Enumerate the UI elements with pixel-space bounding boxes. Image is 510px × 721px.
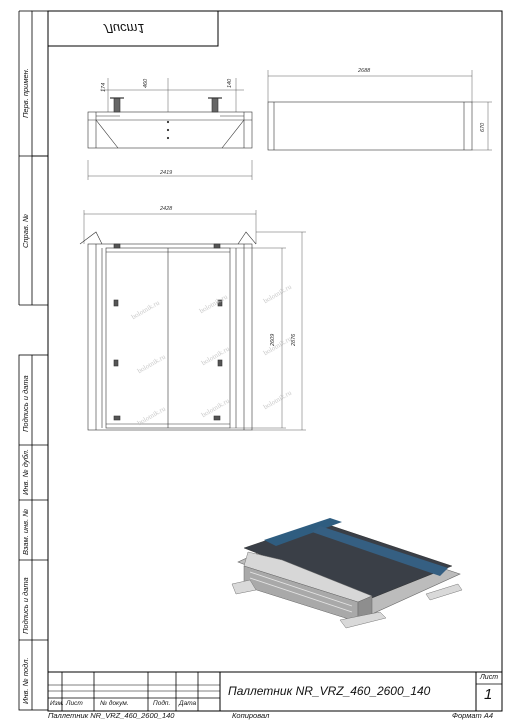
footer-format: Формат А4 [452, 711, 494, 720]
sheet-number: 1 [484, 686, 493, 703]
dim-2419: 2419 [160, 170, 173, 176]
dim-140: 140 [227, 78, 233, 88]
stamp-inv-podl: Инв. № подл. [21, 657, 30, 704]
side-view [267, 70, 492, 151]
col-izm: Изм. [50, 700, 64, 707]
isometric-view [231, 518, 463, 629]
stamp-vzam-inv: Взам. инв. № [21, 508, 30, 555]
sheet-label: Лист1 [104, 21, 145, 36]
dim-670: 670 [480, 122, 486, 132]
stamp-perv-primen: Перв. примен. [21, 68, 30, 118]
col-podp: Подп. [153, 700, 171, 707]
col-dokum: № докум. [100, 700, 129, 707]
stamp-sprav-no: Справ. № [21, 213, 30, 248]
col-list: Лист [66, 700, 83, 707]
sheet-list-label: Лист [480, 674, 499, 681]
stamp-podpis-data-2: Подпись и дата [21, 577, 30, 634]
stamp-podpis-data-1: Подпись и дата [21, 375, 30, 432]
dim-2428: 2428 [160, 206, 173, 212]
plan-view [79, 210, 306, 431]
footer-copied: Копировал [232, 711, 270, 720]
dim-2688: 2688 [358, 68, 371, 74]
document-designation: Паллетник NR_VRZ_460_2600_140 [228, 684, 431, 698]
front-view [87, 78, 253, 180]
dim-460: 460 [143, 78, 149, 88]
dim-174: 174 [101, 82, 107, 92]
stamp-inv-dubl: Инв. № дубл. [21, 448, 30, 495]
footer-name: Паллетник NR_VRZ_460_2600_140 [48, 711, 175, 720]
col-data: Дата [179, 700, 197, 707]
